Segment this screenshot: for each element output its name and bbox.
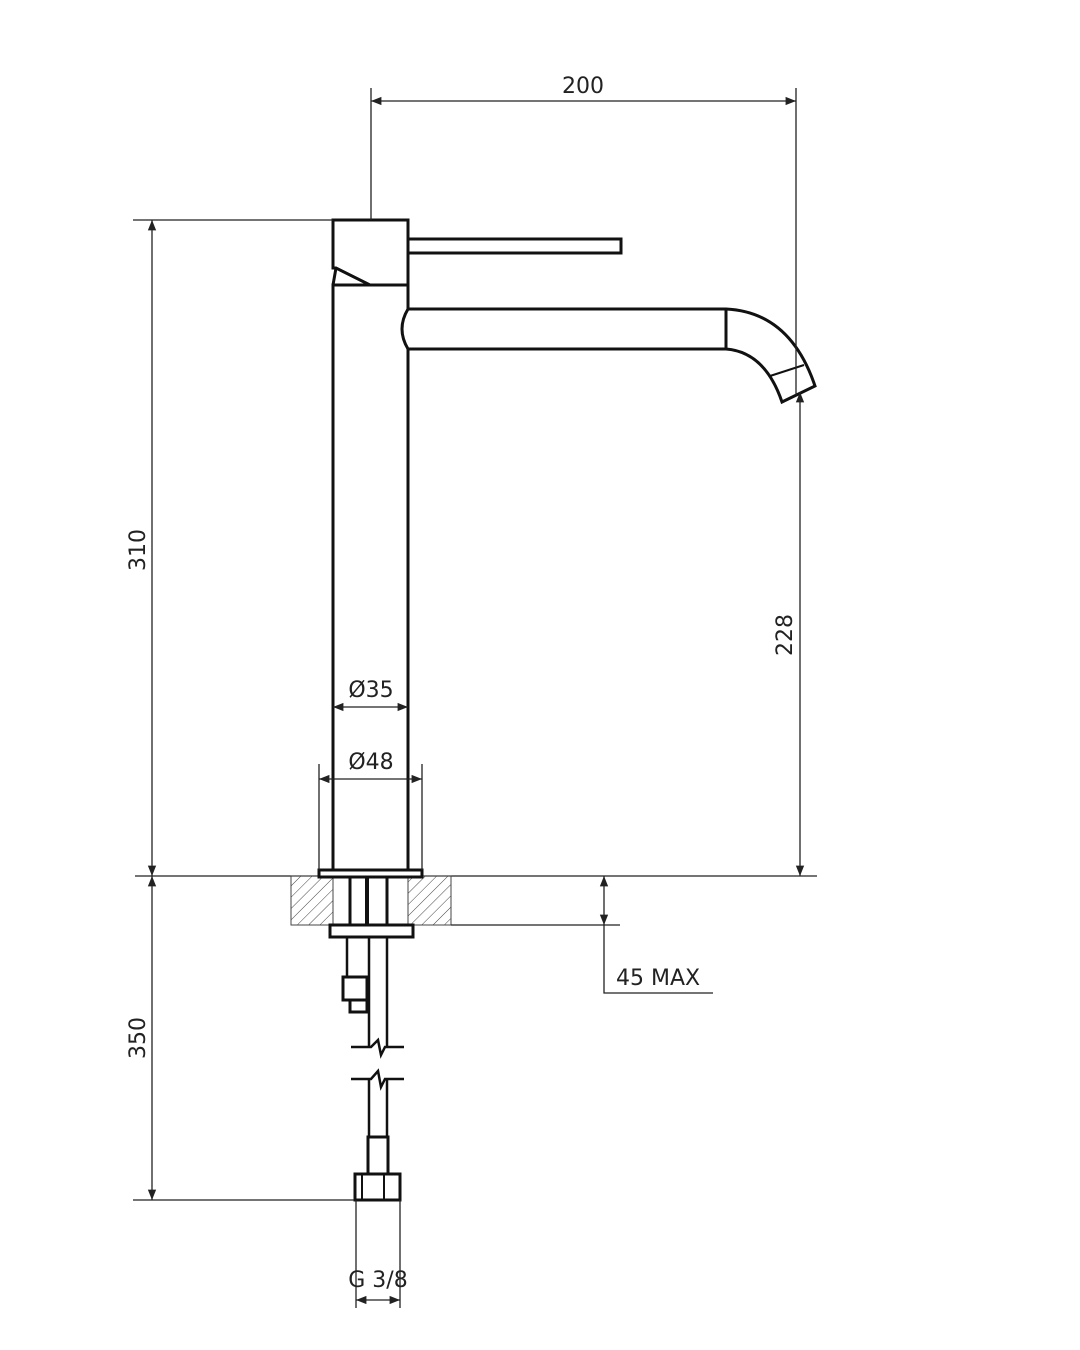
dimension-deck-thickness: 45 MAX bbox=[451, 876, 713, 994]
dimension-hose-length: 350 bbox=[126, 876, 354, 1201]
deck-hatch-left bbox=[290, 875, 334, 926]
deck-hatch-right bbox=[407, 875, 452, 926]
dimension-spout-reach: 200 bbox=[370, 74, 797, 395]
mounting-and-hoses bbox=[328, 878, 415, 1202]
dimension-total-height: 310 bbox=[126, 219, 333, 876]
faucet-body bbox=[317, 218, 817, 879]
dim-label-d35: Ø35 bbox=[348, 678, 393, 703]
dim-label-228: 228 bbox=[773, 614, 798, 656]
dim-label-200: 200 bbox=[562, 74, 604, 99]
dim-label-310: 310 bbox=[126, 529, 151, 571]
dimension-connection: G 3/8 bbox=[348, 1200, 408, 1308]
dimension-spout-height: 228 bbox=[773, 392, 805, 876]
dim-label-d48: Ø48 bbox=[348, 750, 393, 775]
dim-label-g38: G 3/8 bbox=[348, 1268, 407, 1293]
dimension-body-diameter: Ø35 bbox=[333, 678, 408, 712]
dim-label-350: 350 bbox=[126, 1017, 151, 1059]
dimension-base-diameter: Ø48 bbox=[318, 750, 423, 870]
dim-label-45-max: 45 MAX bbox=[616, 966, 700, 991]
